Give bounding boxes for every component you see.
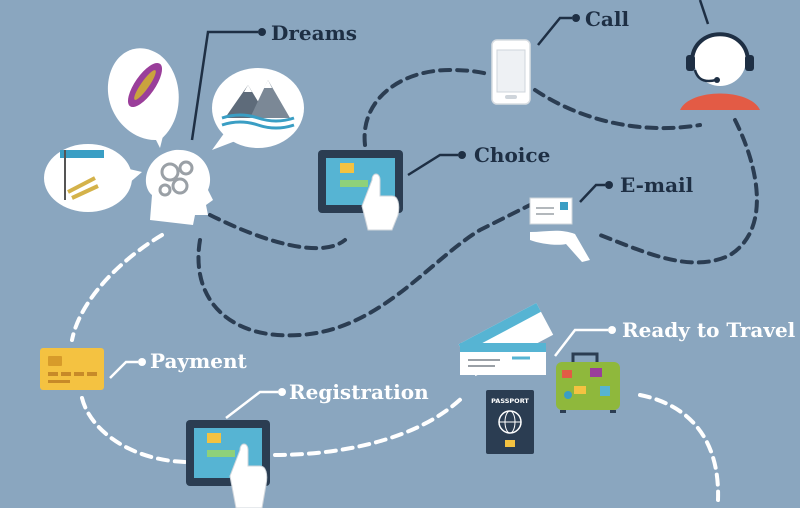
- plane-tickets-icon: [458, 302, 554, 377]
- label-dreams: Dreams: [271, 21, 357, 45]
- passport-text: PASSPORT: [491, 397, 529, 405]
- credit-card-icon: [40, 348, 104, 390]
- mountains-bubble-icon: [212, 68, 304, 150]
- journey-path-light: [70, 233, 721, 502]
- email-hand-icon: [529, 197, 590, 262]
- label-ready-to-travel: Ready to Travel: [622, 318, 796, 342]
- journey-path-dark: [196, 67, 759, 338]
- label-payment: Payment: [150, 349, 247, 373]
- suitcase-icon: [556, 352, 620, 413]
- registration-pointer: [225, 388, 286, 419]
- call-pointer: [537, 14, 580, 46]
- passport-icon: PASSPORT: [486, 390, 534, 454]
- email-pointer: [579, 181, 613, 203]
- label-call: Call: [585, 7, 630, 31]
- ready-pointer: [554, 326, 616, 357]
- label-registration: Registration: [289, 380, 429, 404]
- beach-bubble-icon: [44, 144, 142, 212]
- tablet-touch-icon: [318, 150, 403, 231]
- choice-pointer: [407, 151, 466, 177]
- label-email: E-mail: [620, 173, 694, 197]
- dreams-pointer: [190, 28, 266, 141]
- operator-headset-icon: [680, 0, 760, 110]
- label-choice: Choice: [474, 143, 551, 167]
- payment-pointer: [109, 358, 146, 379]
- smartphone-icon: [491, 39, 531, 105]
- head-gears-icon: [145, 149, 213, 225]
- tablet-registration-icon: [186, 420, 270, 508]
- surfboard-bubble-icon: [107, 48, 179, 148]
